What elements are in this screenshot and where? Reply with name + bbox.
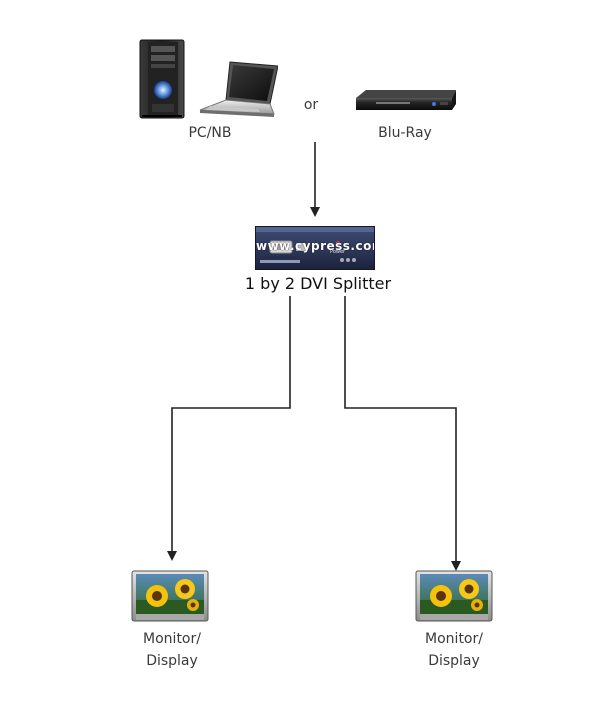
or-label: or	[303, 97, 319, 113]
monitor-icon	[415, 570, 493, 622]
left-monitor	[131, 570, 209, 624]
pc-tower-icon	[139, 39, 185, 119]
pc-nb-label: PC/NB	[188, 125, 232, 141]
left-monitor-label-line1: Monitor/	[143, 631, 201, 647]
right-monitor-label-line1: Monitor/	[425, 631, 483, 647]
left-monitor-label-line2: Display	[146, 653, 198, 669]
splitter-watermark: www.cypress.com.tw	[256, 239, 374, 253]
splitter-power-label: Power	[330, 249, 346, 255]
dvi-splitter-device: www.cypress.com.tw Power	[255, 226, 375, 270]
splitter-body-icon	[256, 227, 374, 263]
right-monitor-label-line2: Display	[428, 653, 480, 669]
laptop-icon	[199, 61, 278, 117]
sunflower-icon	[430, 579, 483, 611]
splitter-to-right-monitor-arrow	[344, 296, 461, 571]
left-monitor-label: Monitor/ Display	[122, 628, 222, 672]
right-monitor	[415, 570, 493, 624]
sunflower-icon	[146, 579, 199, 611]
monitor-icon	[131, 570, 209, 622]
right-monitor-label: Monitor/ Display	[404, 628, 504, 672]
bluray-label: Blu-Ray	[378, 125, 432, 141]
bluray-player-icon	[356, 90, 456, 110]
splitter-to-left-monitor-arrow	[167, 296, 291, 561]
splitter-label: 1 by 2 DVI Splitter	[244, 274, 392, 293]
